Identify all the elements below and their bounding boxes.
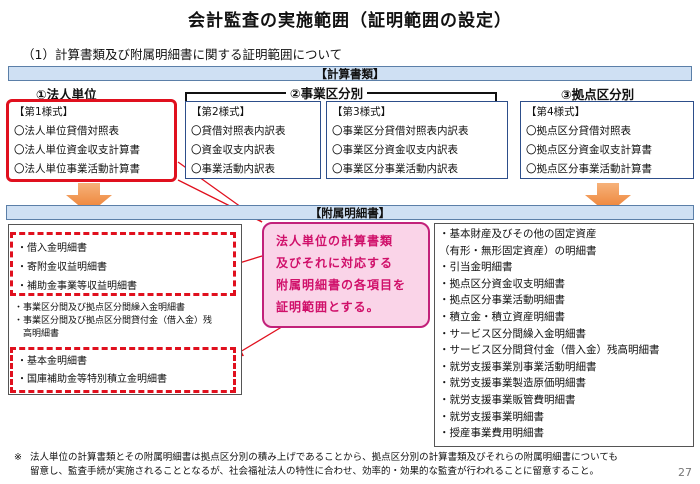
group-label-business: ②事業区分別: [286, 83, 368, 102]
form-item: 〇法人単位資金収支計算書: [14, 144, 140, 156]
interdivision-schedules: ・事業区分間及び拠点区分間繰入金明細書 ・事業区分間及び拠点区分間貸付金（借入金…: [14, 302, 238, 341]
form-item: 〇法人単位事業活動計算書: [14, 163, 140, 175]
form-2-box: 【第2様式】 〇貸借対照表内訳表 〇資金収支内訳表 〇事業活動内訳表: [185, 101, 321, 179]
schedule-item: ・就労支援事業別事業活動明細書: [439, 360, 597, 373]
schedule-item: ・国庫補助金等特別積立金明細書: [17, 374, 167, 385]
form-item: 〇事業活動内訳表: [191, 163, 275, 175]
callout-line: 法人単位の計算書類: [276, 234, 394, 248]
corporate-schedules-group-2: ・基本金明細書 ・国庫補助金等特別積立金明細書: [10, 347, 236, 393]
schedule-item: ・拠点区分事業活動明細書: [439, 294, 565, 307]
schedule-item: ・サービス区分間貸付金（借入金）残高明細書: [439, 344, 660, 357]
form-header: 【第2様式】: [191, 106, 251, 118]
page-title: 会計監査の実施範囲（証明範囲の設定）: [188, 11, 512, 31]
schedule-item: （有形・無形固定資産）の明細書: [439, 244, 597, 257]
form-4-box: 【第4様式】 〇拠点区分貸借対照表 〇拠点区分資金収支計算書 〇拠点区分事業活動…: [520, 101, 694, 179]
footnote-line-1: 法人単位の計算書類とその附属明細書は拠点区分別の積み上げであることから、拠点区分…: [30, 452, 618, 463]
form-item: 〇事業区分資金収支内訳表: [332, 144, 458, 156]
form-item: 〇拠点区分貸借対照表: [526, 125, 631, 137]
schedule-item: ・積立金・積立資産明細書: [439, 310, 565, 323]
page-number: 27: [678, 466, 692, 479]
form-1-box: 【第1様式】 〇法人単位貸借対照表 〇法人単位資金収支計算書 〇法人単位事業活動…: [6, 99, 177, 182]
form-item: 〇事業区分事業活動内訳表: [332, 163, 458, 175]
schedule-item: ・就労支援事業明細書: [439, 410, 544, 423]
certification-scope-callout: 法人単位の計算書類 及びそれに対応する 附属明細書の各項目を 証明範囲とする。: [262, 222, 430, 328]
callout-line: 証明範囲とする。: [276, 300, 380, 314]
footnote-mark: ※: [14, 452, 22, 463]
schedule-item: ・基本金明細書: [17, 356, 87, 367]
schedule-item: ・引当金明細書: [439, 261, 513, 274]
section-subtitle: （1）計算書類及び附属明細書に関する証明範囲について: [22, 47, 343, 62]
group-label-corporate: ①法人単位: [36, 87, 97, 102]
form-item: 〇貸借対照表内訳表: [191, 125, 286, 137]
schedule-item: ・サービス区分間繰入金明細書: [439, 327, 586, 340]
corporate-schedules-group-1: ・借入金明細書 ・寄附金収益明細書 ・補助金事業等収益明細書: [10, 232, 236, 296]
form-item: 〇拠点区分資金収支計算書: [526, 144, 652, 156]
form-3-box: 【第3様式】 〇事業区分貸借対照表内訳表 〇事業区分資金収支内訳表 〇事業区分事…: [326, 101, 508, 179]
callout-line: 附属明細書の各項目を: [276, 278, 407, 292]
schedule-item: ・補助金事業等収益明細書: [17, 281, 137, 292]
form-item: 〇事業区分貸借対照表内訳表: [332, 125, 469, 137]
form-header: 【第1様式】: [14, 106, 74, 118]
financial-statements-bar: 【計算書類】: [8, 66, 692, 81]
right-schedules-box: ・基本財産及びその他の固定資産 （有形・無形固定資産）の明細書 ・引当金明細書 …: [434, 223, 694, 447]
callout-line: 及びそれに対応する: [276, 256, 394, 270]
schedule-item: ・就労支援事業販管費明細書: [439, 393, 576, 406]
form-item: 〇拠点区分事業活動計算書: [526, 163, 652, 175]
schedule-item: ・事業区分間及び拠点区分間繰入金明細書: [14, 303, 186, 313]
down-arrow-right: [585, 183, 631, 214]
schedule-item: ・寄附金収益明細書: [17, 262, 107, 273]
group-label-facility: ③拠点区分別: [561, 87, 635, 102]
form-item: 〇法人単位貸借対照表: [14, 125, 119, 137]
footnote-line-2: 留意し、監査手続が実施されることとなるが、社会福祉法人の特性に合わせ、効率的・効…: [30, 466, 600, 477]
schedule-item: ・授産事業費用明細書: [439, 427, 544, 440]
left-schedules-box: [8, 224, 242, 395]
schedule-item: ・借入金明細書: [17, 243, 87, 254]
schedule-item: 高明細書: [14, 329, 60, 339]
form-header: 【第3様式】: [332, 106, 392, 118]
schedule-item: ・就労支援事業製造原価明細書: [439, 377, 586, 390]
schedule-item: ・事業区分間及び拠点区分間貸付金（借入金）残: [14, 316, 213, 326]
form-header: 【第4様式】: [526, 106, 586, 118]
schedule-item: ・基本財産及びその他の固定資産: [439, 228, 597, 240]
schedules-bar: 【附属明細書】: [6, 205, 694, 220]
schedule-item: ・拠点区分資金収支明細書: [439, 277, 565, 290]
form-item: 〇資金収支内訳表: [191, 144, 275, 156]
down-arrow-left: [66, 183, 112, 214]
